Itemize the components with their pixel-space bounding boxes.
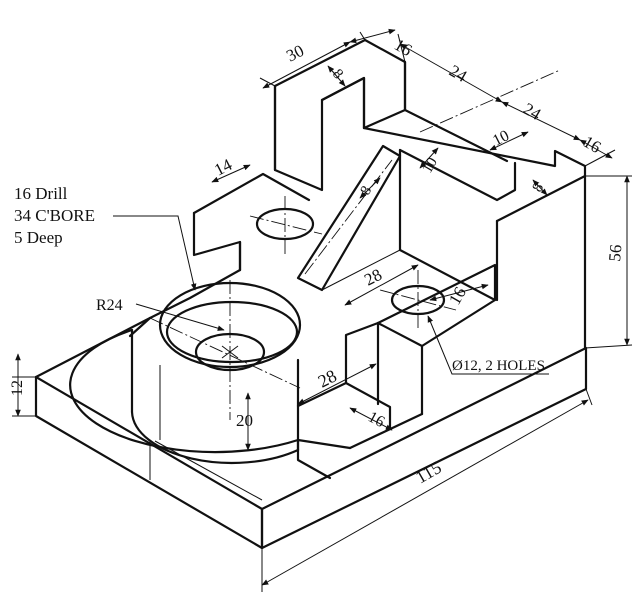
dim-slot-8b: 8 [530, 181, 548, 195]
dim-height-56: 56 [605, 244, 625, 263]
base-plate [34, 316, 588, 550]
dim-slot-8a: 8 [329, 66, 346, 82]
dim-top-16b: 16 [580, 132, 604, 157]
drill-note-line3: 5 Deep [14, 228, 63, 247]
holes-label: Ø12, 2 HOLES [452, 358, 545, 374]
drill-note-line1: 16 Drill [14, 184, 68, 203]
left-step [148, 172, 315, 320]
dim-slot-10a: 10 [490, 127, 512, 149]
dimension-values: 30 16 24 24 16 8 10 10 8 8 14 28 16 56 2… [9, 35, 625, 487]
dim-step-14: 14 [211, 155, 235, 180]
drill-note: 16 Drill 34 C'BORE 5 Deep [14, 184, 95, 247]
dim-top-30: 30 [283, 41, 307, 66]
rib [296, 144, 402, 292]
dim-hole-28: 28 [361, 265, 385, 290]
dim-slot-10b: 10 [420, 155, 441, 176]
back-block [273, 38, 587, 350]
dimension-lines [12, 28, 633, 592]
drill-note-line2: 34 C'BORE [14, 206, 95, 225]
dim-notch-16: 16 [365, 409, 387, 432]
dim-boss-20: 20 [236, 411, 253, 430]
dim-base-12: 12 [9, 380, 26, 396]
radius-label: R24 [96, 297, 123, 314]
